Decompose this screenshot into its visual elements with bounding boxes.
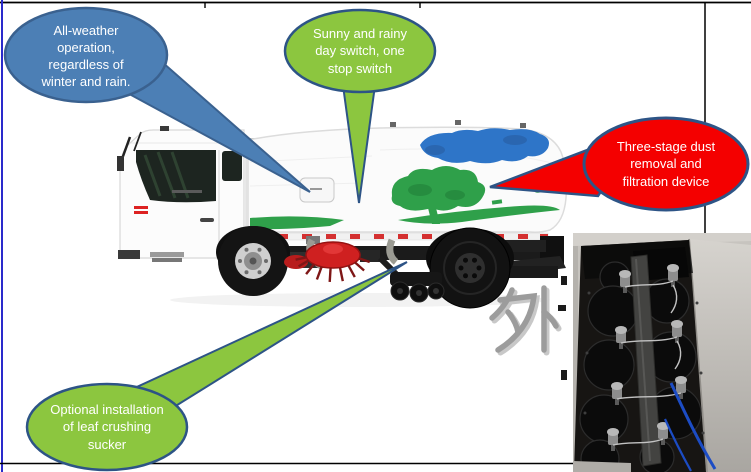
callout-all-weather	[3, 6, 311, 193]
brush-bristles	[295, 256, 371, 282]
valves	[607, 264, 687, 451]
cab-step	[150, 252, 184, 257]
truck-rear	[500, 236, 566, 278]
wires	[612, 280, 682, 446]
sweeping-gear	[284, 236, 445, 303]
rear-wheel	[426, 227, 514, 309]
roof-rack	[160, 126, 169, 131]
disc-brush	[305, 241, 361, 269]
blue-tube	[663, 382, 717, 472]
truck-cab	[117, 125, 245, 262]
door-red-text-mark	[134, 206, 148, 209]
hatch-lid	[689, 239, 751, 472]
watermark-glyph	[489, 285, 562, 356]
callout-label-leaf-sucker: Optional installation of leaf crushing s…	[50, 402, 164, 452]
mirror-arm	[120, 136, 132, 160]
callout-label-dust-filtration: Three-stage dust removal and filtration …	[616, 139, 716, 189]
cab-model-text-mark	[172, 190, 202, 193]
front-wheel	[216, 226, 290, 296]
green-side-stripe	[250, 216, 344, 230]
photo-edge-fragments	[558, 276, 567, 380]
callout-label-day-switch: Sunny and rainy day switch, one stop swi…	[313, 26, 407, 76]
filtration-device-photo	[573, 233, 751, 472]
sweeper-truck-illustration	[117, 120, 568, 309]
rear-bumper	[506, 266, 558, 278]
callout-leaf-sucker	[25, 261, 408, 472]
door-handle	[200, 218, 214, 222]
callout-label-all-weather: All-weather operation, regardless of win…	[41, 22, 131, 90]
mirror-glass	[117, 156, 124, 171]
callout-dust-filtration	[489, 116, 750, 212]
cab-rear-window	[222, 151, 242, 181]
callout-day-switch	[283, 8, 437, 204]
